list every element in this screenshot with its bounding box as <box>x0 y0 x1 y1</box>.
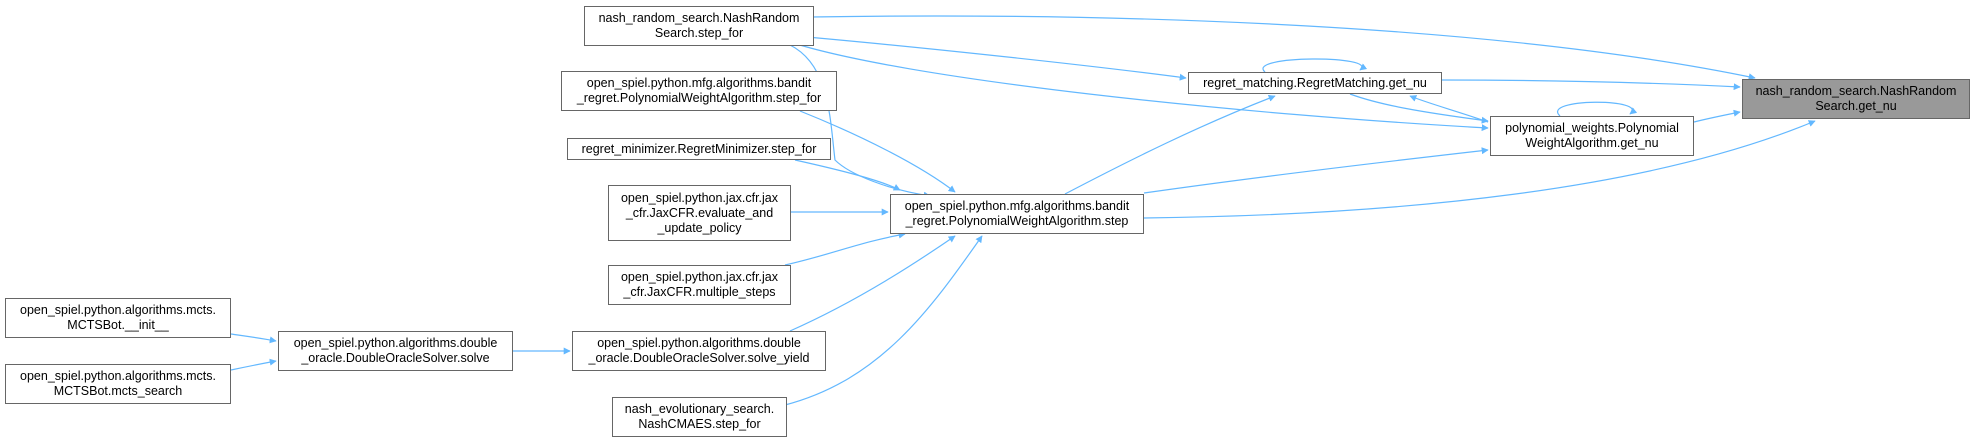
node-label-line: _regret.PolynomialWeightAlgorithm.step_f… <box>576 91 822 105</box>
node-polynomial-weights-get-nu[interactable]: polynomial_weights.Polynomial WeightAlgo… <box>1490 116 1694 156</box>
node-mcts-bot-mcts-search[interactable]: open_spiel.python.algorithms.mcts. MCTSB… <box>5 364 231 404</box>
node-label-line: WeightAlgorithm.get_nu <box>1525 136 1659 150</box>
node-label-line: open_spiel.python.algorithms.mcts. <box>20 369 216 383</box>
edge-n9-n3 <box>789 235 956 332</box>
edge-n3-n2 <box>1064 95 1276 195</box>
node-label-line: nash_random_search.NashRandom <box>1755 84 1957 98</box>
edge-n13-n11 <box>230 358 277 371</box>
node-label-line: regret_matching.RegretMatching.get_nu <box>1203 75 1427 90</box>
node-label-line: _cfr.JaxCFR.multiple_steps <box>623 285 776 299</box>
edge-n4-n1 <box>783 39 1489 132</box>
node-nash-random-search-get-nu[interactable]: nash_random_search.NashRandom Search.get… <box>1742 79 1970 119</box>
edge-n1-n0 <box>1693 109 1741 123</box>
node-label-line: open_spiel.python.jax.cfr.jax <box>620 270 779 284</box>
node-label-line: open_spiel.python.algorithms.double <box>597 336 801 350</box>
node-label-line: MCTSBot.__init__ <box>67 318 169 332</box>
edge-n2-n2 <box>1262 58 1368 73</box>
node-regret-minimizer-step-for[interactable]: regret_minimizer.RegretMinimizer.step_fo… <box>567 138 831 160</box>
node-label-line: open_spiel.python.mfg.algorithms.bandit <box>904 199 1130 213</box>
edge-n10-n3 <box>784 235 983 406</box>
edge-n4-n3 <box>789 44 931 199</box>
edge-n4-n0 <box>810 15 1756 81</box>
node-jax-cfr-evaluate-and-update-policy[interactable]: open_spiel.python.jax.cfr.jax _cfr.JaxCF… <box>608 185 791 241</box>
node-nash-random-search-step-for[interactable]: nash_random_search.NashRandom Search.ste… <box>584 6 814 46</box>
edge-n8-n3 <box>784 231 906 266</box>
node-jax-cfr-multiple-steps[interactable]: open_spiel.python.jax.cfr.jax _cfr.JaxCF… <box>608 265 791 305</box>
node-bandit-regret-step-for[interactable]: open_spiel.python.mfg.algorithms.bandit … <box>561 71 837 111</box>
node-label-line: nash_evolutionary_search. <box>624 402 775 416</box>
edge-n3-n1 <box>1143 147 1489 194</box>
node-bandit-regret-step[interactable]: open_spiel.python.mfg.algorithms.bandit … <box>890 194 1144 234</box>
node-mcts-bot-init[interactable]: open_spiel.python.algorithms.mcts. MCTSB… <box>5 298 231 338</box>
node-regret-matching-get-nu[interactable]: regret_matching.RegretMatching.get_nu <box>1188 72 1442 94</box>
edge-n1-n2 <box>1409 95 1489 123</box>
edge-n3-n0 <box>1143 120 1816 219</box>
node-label-line: NashCMAES.step_for <box>638 417 761 431</box>
node-label-line: open_spiel.python.algorithms.mcts. <box>20 303 216 317</box>
node-label-line: _cfr.JaxCFR.evaluate_and <box>625 205 774 220</box>
node-nash-evolutionary-search-step-for[interactable]: nash_evolutionary_search. NashCMAES.step… <box>612 397 787 437</box>
node-label-line: nash_random_search.NashRandom <box>598 11 800 25</box>
node-label-line: regret_minimizer.RegretMinimizer.step_fo… <box>581 141 817 156</box>
node-label-line: Search.get_nu <box>1815 99 1897 113</box>
node-label-line: open_spiel.python.jax.cfr.jax <box>620 190 779 205</box>
node-label-line: _update_policy <box>657 220 742 235</box>
node-label-line: _oracle.DoubleOracleSolver.solve <box>301 351 490 365</box>
node-label-line: open_spiel.python.mfg.algorithms.bandit <box>586 76 812 90</box>
edge-n2-n1 <box>1349 93 1489 124</box>
node-label-line: polynomial_weights.Polynomial <box>1505 121 1679 135</box>
edge-n6-n3 <box>794 159 901 191</box>
edge-n5-n3 <box>799 110 956 193</box>
node-label-line: Search.step_for <box>654 26 744 40</box>
node-label-line: MCTSBot.mcts_search <box>53 384 183 398</box>
node-label-line: _regret.PolynomialWeightAlgorithm.step <box>905 214 1129 228</box>
edge-n1-n1 <box>1556 101 1638 117</box>
node-double-oracle-solve-yield[interactable]: open_spiel.python.algorithms.double _ora… <box>572 331 826 371</box>
node-label-line: open_spiel.python.algorithms.double <box>293 336 498 350</box>
edge-n2-n0 <box>1441 79 1741 91</box>
node-label-line: _oracle.DoubleOracleSolver.solve_yield <box>588 351 810 365</box>
edge-n4-n2 <box>783 34 1187 81</box>
node-double-oracle-solve[interactable]: open_spiel.python.algorithms.double _ora… <box>278 331 513 371</box>
edge-n12-n11 <box>230 333 277 344</box>
